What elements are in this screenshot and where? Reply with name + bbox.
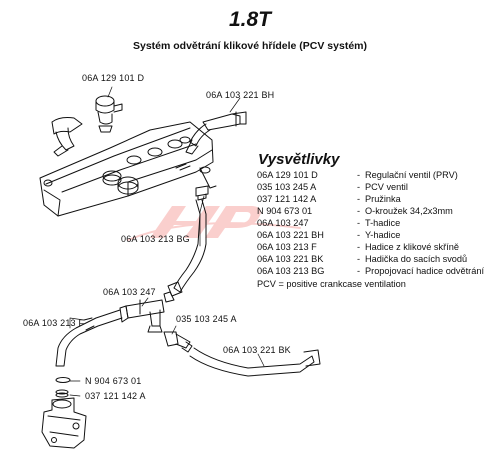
connecting-hose bbox=[163, 199, 207, 303]
legend-code: 06A 103 213 BG bbox=[257, 266, 325, 276]
legend-dash: - bbox=[357, 266, 361, 276]
watermark-logo bbox=[127, 206, 301, 241]
spring bbox=[55, 389, 69, 398]
label-crankcase-hose: 06A 103 213 F bbox=[23, 318, 85, 328]
legend-row: 06A 129 101 D -Regulační ventil (PRV) bbox=[257, 170, 458, 180]
page-subtitle: Systém odvětrání klikové hřídele (PCV sy… bbox=[132, 40, 367, 52]
label-pcv-valve: 035 103 245 A bbox=[176, 314, 237, 324]
legend-row: 035 103 245 A -PCV ventil bbox=[257, 182, 408, 192]
oil-separator-housing bbox=[41, 397, 87, 449]
legend-desc: Hadice z klikové skříně bbox=[365, 242, 459, 252]
hose-clamp-top bbox=[195, 185, 209, 201]
label-t-hose: 06A 103 247 bbox=[103, 287, 156, 297]
legend-desc: T-hadice bbox=[365, 218, 401, 228]
legend-desc: Hadička do sacích svodů bbox=[365, 254, 468, 264]
legend-desc: PCV ventil bbox=[365, 182, 408, 192]
legend-row: 037 121 142 A -Pružinka bbox=[257, 194, 401, 204]
legend-code: 06A 103 213 F bbox=[257, 242, 317, 252]
legend-dash: - bbox=[357, 170, 361, 180]
o-ring bbox=[55, 377, 71, 383]
prv-hose-fragments bbox=[51, 117, 83, 157]
legend-code: 06A 103 221 BK bbox=[257, 254, 324, 264]
label-intake-hose: 06A 103 221 BK bbox=[223, 345, 291, 355]
legend-dash: - bbox=[357, 254, 361, 264]
label-o-ring: N 904 673 01 bbox=[85, 376, 142, 386]
page-title: 1.8T bbox=[228, 8, 272, 31]
label-spring: 037 121 142 A bbox=[85, 391, 146, 401]
legend-row: N 904 673 01 -O-kroužek 34,2x3mm bbox=[257, 206, 453, 216]
legend-desc: O-kroužek 34,2x3mm bbox=[365, 206, 453, 216]
legend-dash: - bbox=[357, 242, 361, 252]
legend-code: 06A 103 221 BH bbox=[257, 230, 324, 240]
legend-row: 06A 103 247 -T-hadice bbox=[257, 218, 400, 228]
legend-row: 06A 103 221 BK -Hadička do sacích svodů bbox=[257, 254, 467, 264]
leader-lines bbox=[69, 86, 265, 397]
legend-code: 037 121 142 A bbox=[257, 194, 317, 204]
y-hose bbox=[185, 111, 247, 155]
valve-cover bbox=[39, 121, 217, 217]
legend-dash: - bbox=[357, 182, 361, 192]
legend-desc: Propojovací hadice odvětrání bbox=[365, 266, 485, 276]
legend-dash: - bbox=[357, 218, 361, 228]
legend-row: 06A 103 213 F -Hadice z klikové skříně bbox=[257, 242, 459, 252]
label-regulating-valve: 06A 129 101 D bbox=[82, 73, 145, 83]
pcv-valve bbox=[163, 331, 193, 353]
t-hose bbox=[119, 299, 165, 333]
label-y-hose: 06A 103 221 BH bbox=[206, 90, 275, 100]
legend-title: Vysvětlivky bbox=[258, 151, 340, 168]
crankcase-hose bbox=[55, 309, 123, 367]
legend-desc: Pružinka bbox=[365, 194, 401, 204]
legend-note: PCV = positive crankcase ventilation bbox=[257, 279, 406, 289]
legend-dash: - bbox=[357, 230, 361, 240]
legend-row: 06A 103 221 BH -Y-hadice bbox=[257, 230, 400, 240]
legend-dash: - bbox=[357, 206, 361, 216]
legend-row: 06A 103 213 BG -Propojovací hadice odvětr… bbox=[257, 266, 484, 276]
regulating-valve-prv bbox=[95, 95, 123, 133]
legend-code: 06A 129 101 D bbox=[257, 170, 318, 180]
intake-hose bbox=[189, 347, 321, 377]
legend-code: N 904 673 01 bbox=[257, 206, 313, 216]
label-connecting-hose: 06A 103 213 BG bbox=[121, 234, 190, 244]
legend-code: 035 103 245 A bbox=[257, 182, 317, 192]
legend-desc: Regulační ventil (PRV) bbox=[365, 170, 458, 180]
legend-desc: Y-hadice bbox=[365, 230, 401, 240]
legend-dash: - bbox=[357, 194, 361, 204]
legend-code: 06A 103 247 bbox=[257, 218, 309, 228]
